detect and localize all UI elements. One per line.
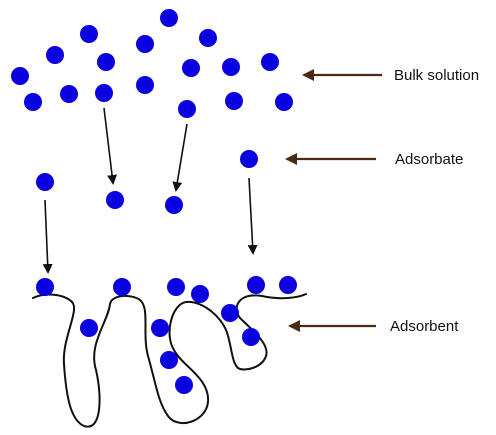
particle xyxy=(275,93,293,111)
particle xyxy=(160,351,178,369)
particle xyxy=(95,84,113,102)
particle xyxy=(136,35,154,53)
particle xyxy=(221,304,239,322)
particle xyxy=(167,278,185,296)
particle xyxy=(240,150,258,168)
down-arrow-icon xyxy=(249,178,253,253)
particle xyxy=(182,59,200,77)
down-arrow-icon xyxy=(45,200,48,272)
particle xyxy=(24,93,42,111)
particle xyxy=(160,9,178,27)
particle xyxy=(80,319,98,337)
particle xyxy=(261,53,279,71)
bulk-solution-particles xyxy=(11,9,293,118)
down-arrow-icon xyxy=(176,124,187,190)
particle xyxy=(242,328,260,346)
down-arrow-icon xyxy=(104,108,113,183)
label-bulk-solution: Bulk solution xyxy=(394,67,479,84)
particle xyxy=(178,100,196,118)
particle xyxy=(36,173,54,191)
flow-arrows xyxy=(45,108,253,272)
particle xyxy=(46,46,64,64)
particle xyxy=(247,276,265,294)
pointer-arrows xyxy=(287,75,382,326)
particle xyxy=(199,29,217,47)
adsorbed-particles xyxy=(36,276,297,394)
particle xyxy=(165,196,183,214)
particle xyxy=(36,278,54,296)
particle xyxy=(106,191,124,209)
particle xyxy=(191,285,209,303)
particle xyxy=(60,85,78,103)
particle xyxy=(222,58,240,76)
label-adsorbent: Adsorbent xyxy=(390,318,459,335)
particle xyxy=(151,319,169,337)
particle xyxy=(11,67,29,85)
particle xyxy=(97,53,115,71)
particle xyxy=(279,276,297,294)
adsorbate-particles xyxy=(36,150,258,214)
particle xyxy=(80,25,98,43)
particle xyxy=(175,376,193,394)
particle xyxy=(225,92,243,110)
particle xyxy=(136,76,154,94)
label-adsorbate: Adsorbate xyxy=(395,151,463,168)
particle xyxy=(113,278,131,296)
